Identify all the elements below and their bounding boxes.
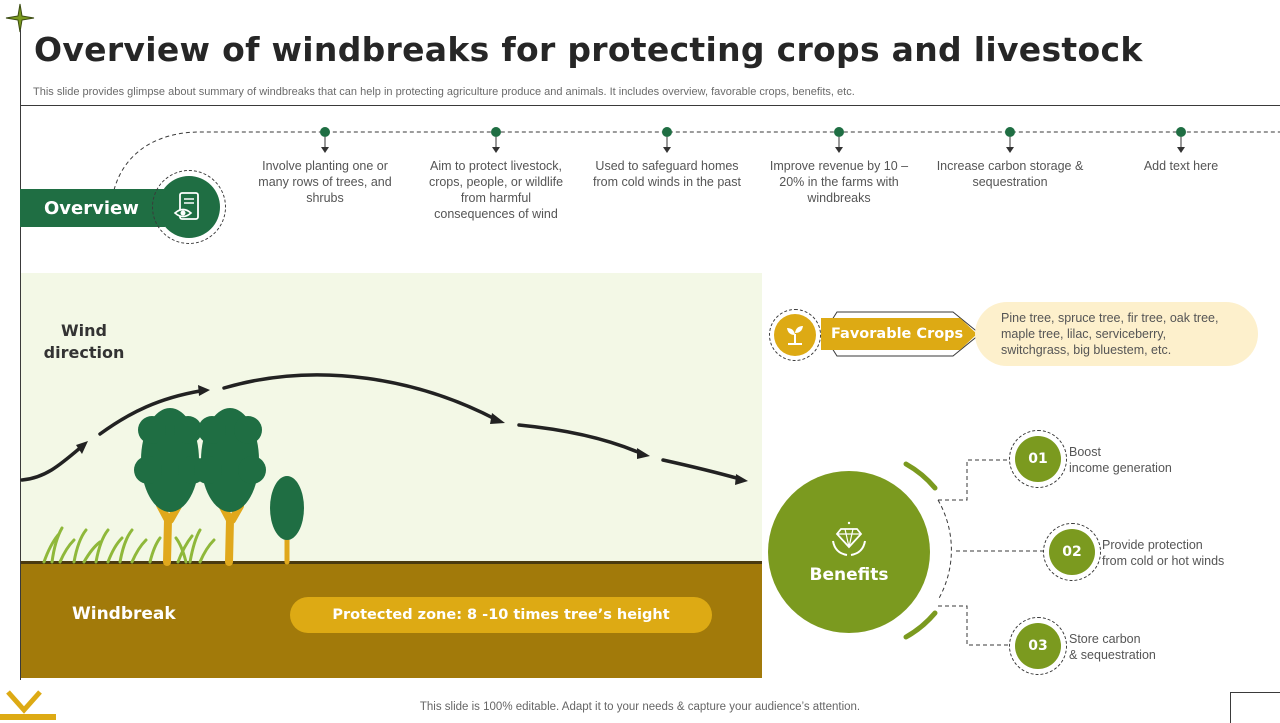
favorable-crops-arrow [821,311,981,357]
favorable-crops-label: Favorable Crops [831,326,964,342]
benefits-connectors [903,459,1047,646]
favorable-crops-icon-badge [774,314,816,356]
footer-note: This slide is 100% editable. Adapt it to… [419,701,861,713]
benefit-3-text: Store carbon & sequestration [1069,632,1156,662]
scroll-eye-icon [173,192,199,220]
timeline-markers [320,127,1186,153]
benefits-label: Benefits [809,565,889,585]
wind-direction-label: Wind direction [43,321,125,362]
benefit-3-number: 03 [1015,623,1061,669]
corner-frame [1230,692,1280,723]
overview-icon-ring [152,170,226,244]
grass [42,526,216,564]
overview-label: Overview [20,189,165,227]
tree-small [270,476,304,565]
wind-arrows [20,373,742,482]
overview-item-1: Involve planting one or many rows of tre… [258,159,392,205]
page-title: Overview of windbreaks for protecting cr… [34,30,1143,69]
overview-icon-badge [158,176,220,238]
benefit-1-ring [1009,430,1067,488]
favorable-crops-icon-ring [769,309,821,361]
benefit-2-text: Provide protection from cold or hot wind… [1102,538,1225,568]
benefits-hub: Benefits [768,471,930,633]
sprout-icon [787,326,803,345]
tree-large-2 [194,408,266,566]
overview-timeline [113,127,1280,191]
benefit-2-ring [1043,523,1101,581]
protected-zone-pill: Protected zone: 8 -10 times tree’s heigh… [290,597,712,633]
page-subtitle: This slide provides glimpse about summar… [33,86,855,98]
corner-accent-icon [0,690,56,720]
benefit-1-number: 01 [1015,436,1061,482]
overview-item-3: Used to safeguard homes from cold winds … [593,159,741,189]
diamond-hands-icon [832,521,866,556]
ground-line [21,561,762,564]
windbreak-label: Windbreak [72,604,176,624]
benefit-1-text: Boost income generation [1069,445,1172,475]
favorable-crops-text: Pine tree, spruce tree, fir tree, oak tr… [975,302,1258,366]
overview-item-4: Improve revenue by 10 – 20% in the farms… [769,159,909,205]
left-rule [20,30,21,680]
overview-item-2: Aim to protect livestock, crops, people,… [428,159,564,221]
benefit-3-ring [1009,617,1067,675]
windbreak-diagram-panel [21,273,762,563]
wind-arrows-and-trees [20,373,748,566]
overview-item-5: Increase carbon storage & sequestration [936,159,1084,189]
overview-item-6: Add text here [1143,159,1219,173]
header-rule [20,105,1280,106]
benefit-2-number: 02 [1049,529,1095,575]
